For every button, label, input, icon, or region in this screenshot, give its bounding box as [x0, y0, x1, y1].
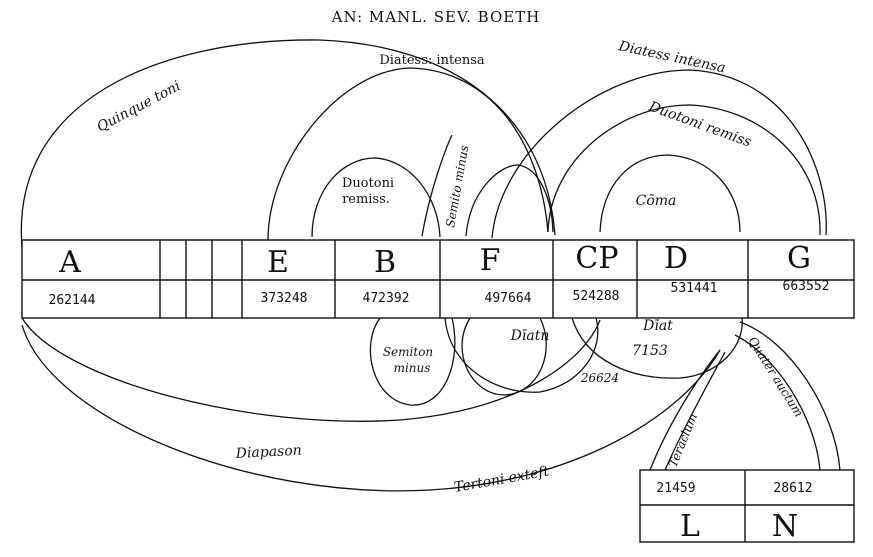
- arc-teractum: [649, 349, 721, 471]
- diagram-title: AN: MANL. SEV. BOETH: [331, 8, 541, 26]
- scale-value: 373248: [261, 291, 308, 306]
- scale-value: 663552: [783, 279, 830, 294]
- label-26624: 26624: [580, 371, 619, 385]
- scale-value: 524288: [573, 289, 620, 304]
- arc-26624: [444, 317, 599, 393]
- circle-diatn: [461, 317, 547, 396]
- scale-letter: G: [787, 241, 811, 276]
- scale-value: 262144: [49, 293, 96, 308]
- arc-diatess-intensa-top: [267, 67, 549, 241]
- arc-duotoni-remiss: [547, 104, 821, 236]
- arc-small-f: [465, 164, 554, 237]
- arc-coma: [599, 154, 741, 233]
- label-diatess-intensa-top: Diatess: intensa: [379, 53, 485, 68]
- scale-table: [21, 239, 855, 319]
- scale-value: 531441: [671, 281, 718, 296]
- label-teractum: Teraclum: [666, 411, 700, 469]
- lower-value: 21459: [656, 481, 695, 496]
- arc-quater-auctum: [739, 321, 841, 471]
- scale-value: 497664: [485, 291, 532, 306]
- lower-letter: N: [772, 509, 798, 544]
- arc-teractum-outer: [664, 351, 726, 471]
- scale-letter: A: [58, 245, 81, 280]
- label-duotoni-reduss-1: Duotoni: [342, 176, 394, 191]
- arc-diapason: [21, 317, 601, 422]
- label-diapason: Diapason: [234, 443, 302, 462]
- circle-semiton-minus: [369, 317, 456, 406]
- scale-letter: F: [480, 243, 501, 278]
- scale-value: 472392: [363, 291, 410, 306]
- lower-value: 28612: [773, 481, 812, 496]
- label-diatn: Dīatn: [510, 328, 550, 344]
- label-diat-value: 7153: [632, 343, 668, 359]
- scale-letter: D: [664, 241, 688, 276]
- arc-duotoni-reduss: [311, 157, 441, 238]
- arc-diat: [571, 317, 743, 379]
- label-semiton-minus-1: Semiton: [383, 345, 433, 359]
- scale-letter: CP: [575, 241, 618, 276]
- label-semito-minus: Semito minus: [443, 144, 471, 228]
- label-tertoni: Tertoni exteft: [453, 463, 551, 496]
- label-duotoni-reduss-2: remiss.: [342, 192, 390, 207]
- label-quater-auctum: Quater auctum: [745, 334, 805, 419]
- lower-table: [639, 469, 855, 543]
- arc-diatess-intensa-right: [491, 69, 827, 239]
- arc-semito-minus: [421, 134, 453, 237]
- scale-letter: E: [267, 245, 289, 280]
- arc-quinque-toni: [20, 39, 556, 248]
- label-semiton-minus-2: minus: [394, 361, 431, 375]
- arc-tertoni: [21, 324, 721, 492]
- lower-letter: L: [680, 509, 700, 544]
- scale-letter: B: [374, 245, 396, 280]
- label-diat: Dīat: [642, 318, 673, 334]
- label-coma: Cōma: [636, 193, 677, 209]
- arc-quater-auctum-inner: [734, 334, 821, 471]
